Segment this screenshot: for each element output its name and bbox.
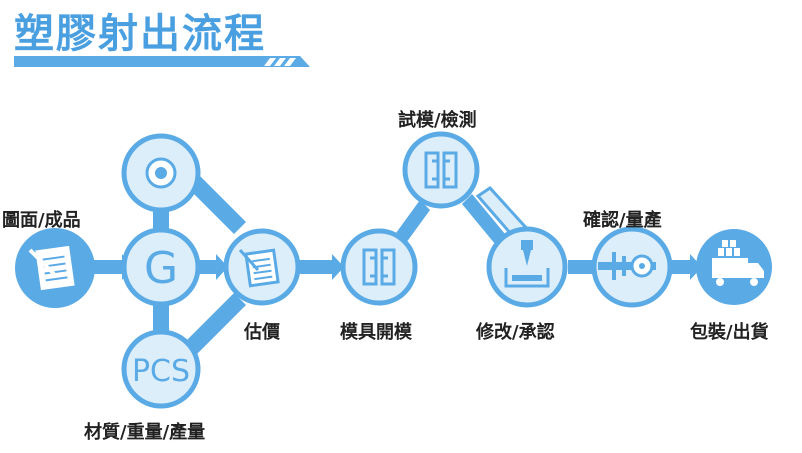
modify-label: 修改/承認 <box>476 322 555 343</box>
trial-label: 試模/檢測 <box>398 110 477 131</box>
quote-node <box>223 228 301 306</box>
g-node <box>121 227 201 307</box>
title-banner <box>14 56 310 67</box>
page-title: 塑膠射出流程 <box>14 11 266 57</box>
ship-node <box>696 229 772 305</box>
mold-icon <box>362 248 396 286</box>
mold-icon <box>424 151 458 189</box>
g-node-text: G <box>144 243 178 294</box>
pcs-node-text: PCS <box>132 354 190 389</box>
drawing-label: 圖面/成品 <box>2 210 81 231</box>
mold-node <box>340 228 418 306</box>
drawing-node <box>15 228 95 308</box>
document-icon <box>238 248 280 288</box>
trial-node <box>402 131 480 209</box>
confirm-node <box>591 226 673 308</box>
truck-icon <box>712 240 764 286</box>
drill-icon <box>504 240 550 288</box>
mold-label: 模具開模 <box>340 322 412 343</box>
drawing-icon <box>28 245 75 291</box>
quote-label: 估價 <box>244 322 280 343</box>
disc-icon <box>145 157 177 189</box>
caliper-icon <box>598 252 656 280</box>
ship-label: 包裝/出貨 <box>690 322 769 343</box>
pcs-node <box>121 329 201 409</box>
pcs-label: 材質/重量/產量 <box>84 422 206 443</box>
disc-node <box>121 133 201 213</box>
confirm-label: 確認/量產 <box>583 210 662 231</box>
modify-node <box>486 226 568 308</box>
